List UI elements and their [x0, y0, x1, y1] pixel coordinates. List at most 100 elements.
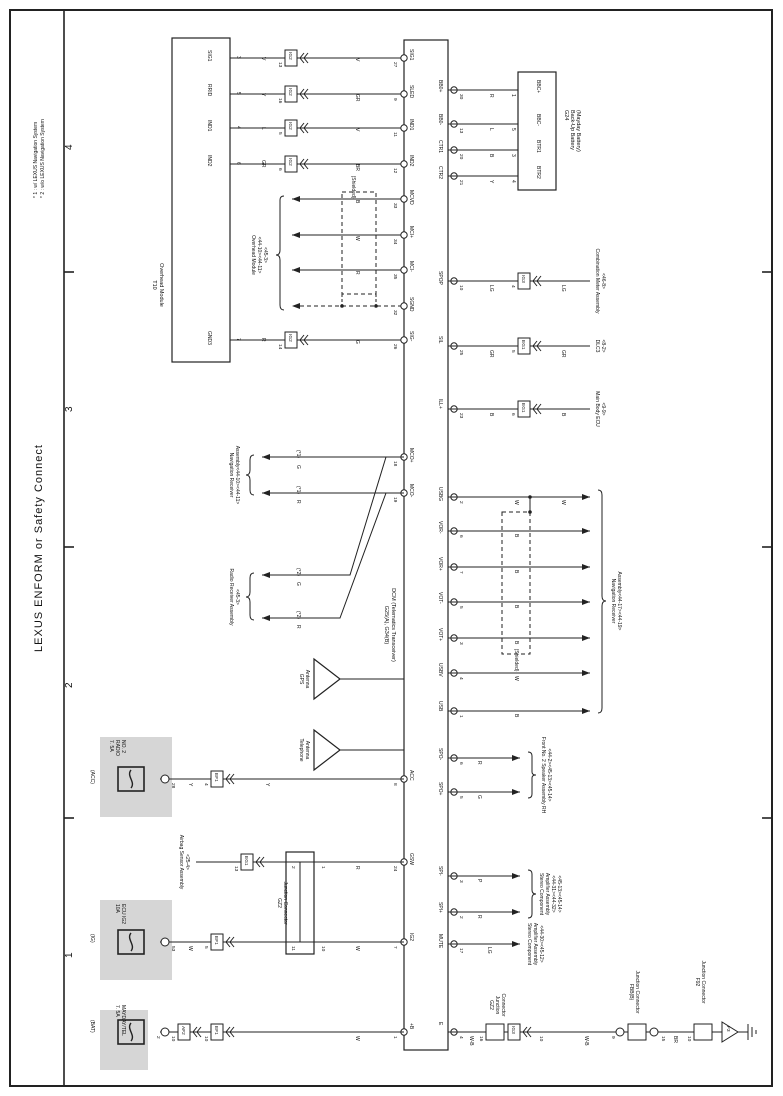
dcm-pin-number: 34	[392, 239, 398, 245]
svg-text:W: W	[354, 1036, 360, 1041]
svg-text:EG1: EG1	[520, 403, 526, 413]
meter-destinations: Combination Meter Assembly <46-8> DLC3 <…	[594, 248, 606, 427]
ground-br-wire: BR	[672, 1036, 678, 1043]
svg-text:R: R	[260, 338, 266, 342]
shield-box-nav	[501, 511, 531, 655]
sig-minus-labels: B W R G	[354, 200, 360, 344]
svg-text:V: V	[354, 128, 360, 132]
svg-text:NO. 2: NO. 2	[120, 740, 126, 753]
svg-text:B: B	[513, 605, 519, 609]
dcm-pin-label: MCI+	[408, 226, 414, 238]
dcm-pin	[400, 90, 408, 98]
svg-text:W: W	[560, 500, 566, 505]
svg-text:GR: GR	[354, 94, 360, 102]
svg-text:EG1: EG1	[520, 340, 526, 350]
svg-text:7. 5A: 7. 5A	[114, 1005, 120, 1017]
svg-text:IG3: IG3	[520, 275, 526, 283]
dcm-pin-label: GSW	[408, 853, 414, 865]
footnote-nav: * 1 : w/ LEXUS Navigation System	[33, 122, 39, 198]
audio-wires	[448, 757, 520, 945]
nav-receiver-ref-top: Navigation Receiver	[228, 453, 234, 498]
dcm-pin	[400, 160, 408, 168]
svg-text:IG2: IG2	[287, 52, 293, 60]
svg-text:W: W	[513, 500, 519, 505]
dcm-pin-label: SIL	[437, 336, 443, 344]
svg-text:Y: Y	[260, 93, 266, 97]
overhead-module-ref-codes: <44-10><44-11>	[256, 237, 262, 274]
svg-text:LG: LG	[486, 947, 492, 954]
svg-text:6: 6	[235, 162, 241, 165]
gps-antenna: GPS Antenna	[298, 657, 404, 701]
overhead-connectors	[284, 49, 298, 349]
dcm-top-pins: 27SIG19SLED11IND112IND233MCVD34MCI+35MCI…	[392, 49, 414, 1039]
mco-arrows	[262, 454, 270, 621]
dcm-pin-number: 1	[458, 715, 464, 718]
svg-text:EG1: EG1	[243, 856, 249, 866]
svg-text:11: 11	[290, 946, 296, 951]
overhead-pin-labels: SIG1 RRID IND1 IND2 GND3 3 5 4 6 7 V Y L…	[206, 50, 266, 345]
svg-text:Telephone: Telephone	[298, 738, 304, 761]
svg-text:BBC-: BBC-	[535, 114, 541, 126]
dcm-pin-number: 9	[392, 98, 398, 101]
svg-text:(*1): (*1)	[295, 450, 301, 458]
nav-receiver-ref-bottom-2: Assembly<44-17><44-19>	[616, 572, 622, 631]
svg-text:3: 3	[235, 56, 241, 59]
dcm-pin-label: ACC	[408, 770, 414, 781]
dcm-pin-label: IG2	[408, 933, 414, 941]
svg-text:RADIO: RADIO	[114, 740, 120, 756]
svg-text:GPS: GPS	[298, 674, 304, 685]
dcm-pin-number: 11	[392, 132, 398, 137]
dcm-pin-number: 8	[392, 783, 398, 786]
overhead-chevrons	[299, 52, 309, 346]
svg-text:F92: F92	[694, 978, 700, 987]
page-border	[9, 9, 773, 1087]
svg-text:5: 5	[277, 132, 283, 135]
backup-battery-sub: (Mayday Battery)	[575, 110, 581, 152]
dcm-pin-number: 4	[458, 1036, 464, 1039]
dcm-pin-number: 6	[458, 762, 464, 765]
dcm-pin-number: 5	[458, 796, 464, 799]
dcm-top-wire-labels: V GR V BR	[354, 58, 360, 171]
airbag-sensor-ref: Airbag Sensor Assembly	[178, 835, 184, 890]
dcm-pin-label: VOT+	[437, 628, 443, 641]
amp-ref-2-name2: Amplifier Assembly	[532, 923, 538, 966]
svg-text:16: 16	[277, 98, 283, 104]
amp-ref-1-name2: Amplifier Assembly	[544, 873, 550, 916]
svg-text:R: R	[476, 761, 482, 765]
amp-ref-1: Stereo Component	[538, 873, 544, 916]
svg-text:W: W	[513, 676, 519, 681]
svg-text:P: P	[476, 879, 482, 883]
dcm-pin-number: 20	[458, 154, 464, 160]
amp-ref-1-code: <44-31><44-32>	[550, 875, 556, 912]
shield-box-mic	[341, 191, 377, 295]
svg-text:13: 13	[233, 866, 239, 872]
column-marker-3: 3	[64, 406, 75, 412]
dcm-pin-label: ILL+	[437, 399, 443, 409]
svg-text:53: 53	[170, 946, 176, 952]
svg-text:Combination Meter Assembly: Combination Meter Assembly	[594, 248, 600, 314]
dcm-pin	[400, 124, 408, 132]
radio-receiver-ref: Radio Receiver Assembly	[228, 569, 234, 626]
svg-text:Junction Connector: Junction Connector	[634, 970, 640, 1013]
fuse-acc: 7. 5A RADIO NO. 2 (ACC)	[89, 737, 172, 817]
svg-text:(*1): (*1)	[295, 486, 301, 494]
dcm-pin-number: 7	[392, 946, 398, 949]
svg-text:F3: F3	[725, 1026, 731, 1032]
svg-text:R: R	[476, 915, 482, 919]
dcm-pin-label: MCVD	[408, 190, 414, 205]
dcm-pin-number: 25	[458, 350, 464, 356]
dcm-pin-number: 23	[458, 413, 464, 419]
dcm-pin-number: 35	[392, 274, 398, 280]
svg-text:IND2: IND2	[206, 155, 212, 167]
junction-gz2	[285, 851, 315, 955]
svg-text:EF1: EF1	[213, 936, 219, 945]
column-marker-2: 2	[64, 682, 75, 688]
radio-receiver-ref-code: <45-3>	[234, 589, 240, 605]
svg-text:IG2: IG2	[287, 158, 293, 166]
page-title: LEXUS ENFORM or Safety Connect	[33, 444, 45, 652]
svg-text:4: 4	[510, 180, 516, 183]
svg-text:16: 16	[478, 1036, 484, 1042]
svg-text:W: W	[354, 946, 360, 951]
nav-receiver-ref-bottom: Navigation Receiver	[610, 579, 616, 624]
